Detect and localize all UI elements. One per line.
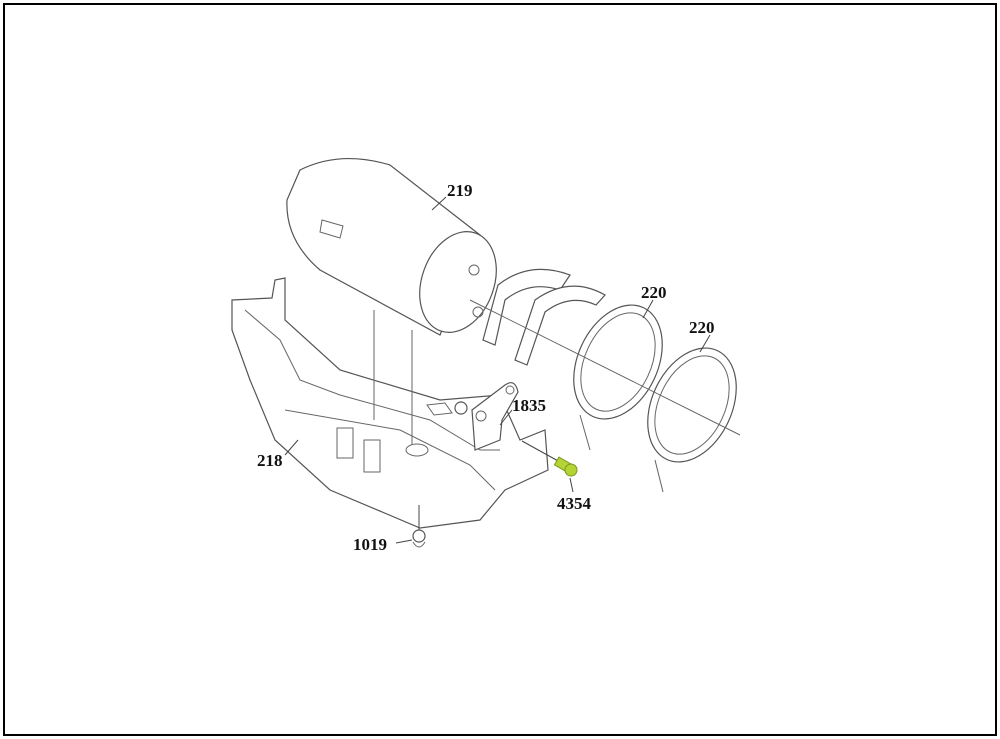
label-218: 218: [257, 451, 283, 470]
center-axis-line: [469, 299, 741, 436]
label-220-b: 220: [689, 318, 715, 337]
label-219: 219: [447, 181, 473, 200]
clip-part-1019[interactable]: [412, 505, 426, 548]
bracket-part-1835[interactable]: [454, 382, 519, 451]
tank-part-219[interactable]: [286, 158, 510, 445]
label-1019: 1019: [353, 535, 387, 554]
bolt-part-4354[interactable]: [521, 440, 578, 477]
label-220-a: 220: [641, 283, 667, 302]
strap-part-220-a[interactable]: [556, 291, 679, 451]
strap-saddles[interactable]: [482, 268, 606, 366]
carrier-part-218[interactable]: [231, 277, 549, 529]
strap-part-220-b[interactable]: [630, 334, 753, 493]
label-4354: 4354: [557, 494, 592, 513]
label-1835: 1835: [512, 396, 546, 415]
diagram-border: [3, 3, 997, 736]
